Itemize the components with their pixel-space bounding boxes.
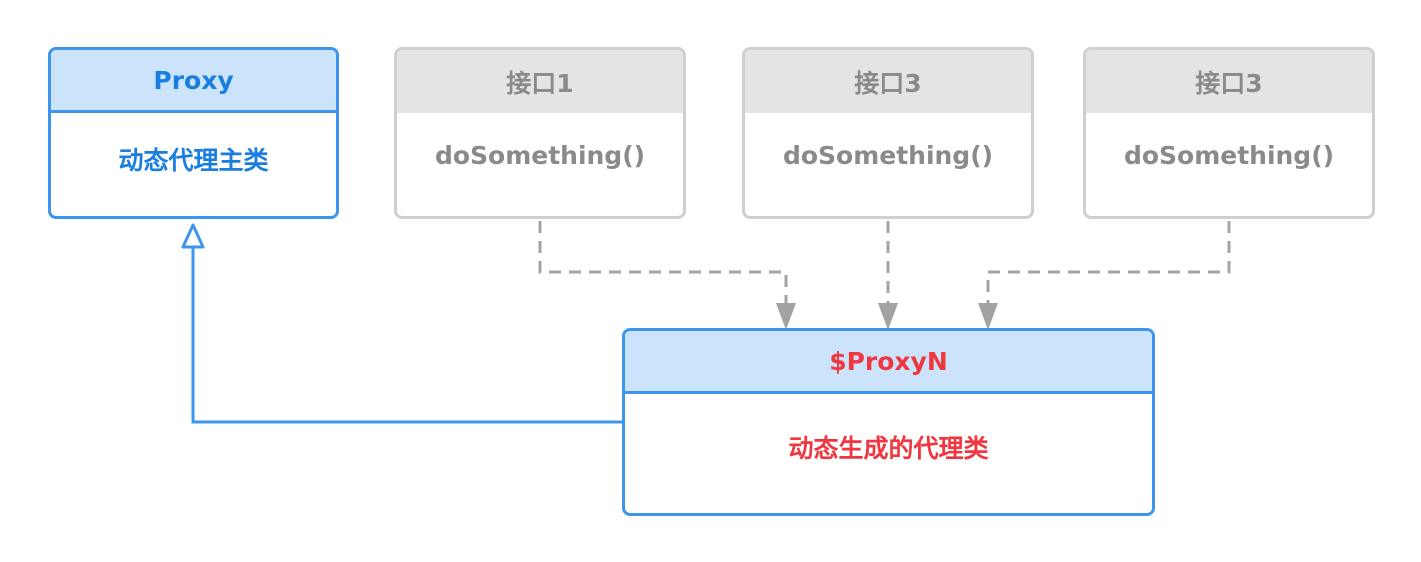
proxy-class-name: Proxy — [51, 50, 336, 113]
proxy-class-box: Proxy 动态代理主类 — [48, 47, 339, 219]
interface-box-1: 接口1 doSomething() — [394, 47, 686, 219]
inheritance-line — [191, 246, 622, 424]
interface-box-2: 接口3 doSomething() — [742, 47, 1034, 219]
interface-name: 接口3 — [745, 50, 1031, 113]
inheritance-arrowhead — [181, 223, 205, 249]
dependency-line-interface-1 — [538, 221, 788, 303]
dependency-arrowhead-interface-3 — [978, 303, 998, 330]
proxy-class-description: 动态代理主类 — [118, 146, 269, 175]
dependency-arrowhead-interface-2 — [878, 303, 898, 330]
dependency-line-interface-3 — [986, 221, 1231, 303]
interface-name: 接口3 — [1086, 50, 1372, 113]
generated-class-description: 动态生成的代理类 — [788, 434, 989, 463]
interface-method: doSomething() — [434, 141, 646, 170]
interface-method: doSomething() — [782, 141, 994, 170]
interface-method: doSomething() — [1123, 141, 1335, 170]
dependency-arrowhead-interface-1 — [776, 303, 796, 330]
interface-box-3: 接口3 doSomething() — [1083, 47, 1375, 219]
interface-name: 接口1 — [397, 50, 683, 113]
generated-proxy-class-box: $ProxyN 动态生成的代理类 — [622, 328, 1155, 516]
generated-class-name: $ProxyN — [625, 331, 1152, 394]
